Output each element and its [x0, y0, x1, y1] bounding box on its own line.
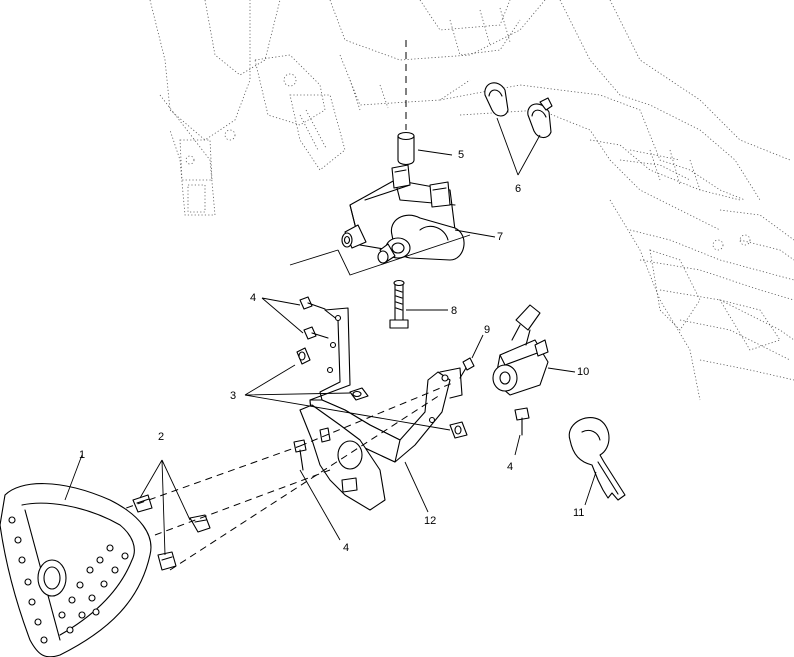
part-2-clips [132, 459, 211, 571]
callout-12: 12 [424, 515, 436, 527]
callout-4-bottom: 4 [343, 542, 349, 554]
part-5-spacer [397, 40, 415, 166]
part-3-clip-nuts [244, 347, 468, 439]
bezel-holes [8, 516, 129, 644]
callout-6: 6 [515, 183, 521, 195]
part-12-bracket [299, 307, 463, 511]
part-1-bezel [0, 454, 152, 657]
part-6-hose-clamps [484, 82, 553, 139]
assembly-lines [114, 381, 456, 571]
callout-4-right: 4 [507, 461, 513, 473]
callout-labels: 1 2 3 4 4 4 5 6 7 8 9 10 11 12 [79, 149, 589, 554]
frame-chassis [149, 0, 794, 401]
part-10-ignition-switch [492, 304, 576, 396]
callout-4-top: 4 [250, 292, 256, 304]
part-8-bolt [389, 279, 409, 329]
callout-10: 10 [577, 366, 589, 378]
leader-lines [404, 117, 541, 513]
callout-7: 7 [497, 231, 503, 243]
callout-11: 11 [573, 507, 584, 519]
part-7-module [289, 164, 496, 276]
callout-2: 2 [158, 431, 164, 443]
callout-5: 5 [458, 149, 464, 161]
callout-8: 8 [451, 305, 457, 317]
callout-9: 9 [484, 324, 490, 336]
part-9-small-screw [459, 334, 484, 379]
callout-3: 3 [230, 390, 236, 402]
callout-1: 1 [79, 449, 85, 461]
part-11-key [568, 417, 626, 506]
